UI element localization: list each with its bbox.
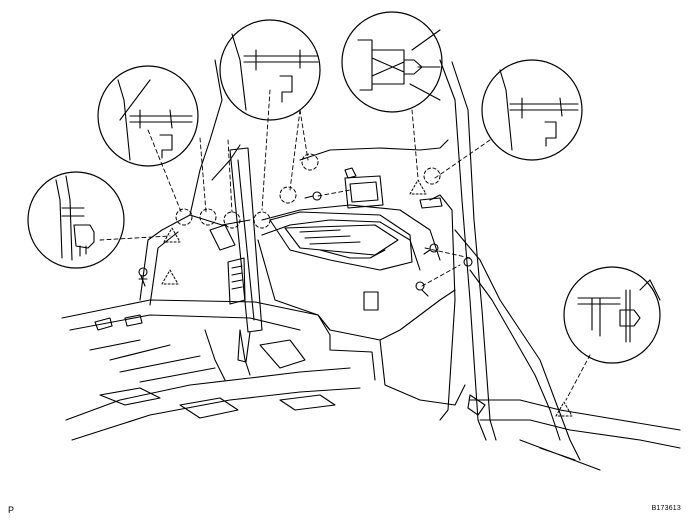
- detail-callout-circle-icon: [341, 11, 443, 113]
- screw-icon: [423, 243, 439, 255]
- right-quarter-trim-panel: [257, 139, 466, 406]
- cargo-floor: [61, 299, 361, 441]
- screw-icons: [138, 191, 473, 297]
- clip-location-circles: [175, 153, 441, 229]
- leader-lines: [99, 89, 591, 401]
- view-label: P: [8, 505, 15, 515]
- detail-callout-circle-icon: [219, 19, 321, 121]
- right-pillar-trim: [429, 59, 681, 471]
- figure-id: B173613: [651, 505, 681, 512]
- detail-callout-circle-icon: [563, 266, 661, 364]
- screw-icon: [138, 267, 148, 287]
- detail-callout-circle-icon: [97, 65, 199, 167]
- detail-callout-circle-icon: [481, 59, 583, 161]
- screw-icon: [415, 281, 429, 297]
- clip-marker-triangle-icons: [161, 179, 573, 417]
- screw-icon: [463, 257, 473, 267]
- seatbelt-strip: [229, 147, 263, 363]
- detail-callout-circle-icon: [27, 171, 125, 269]
- screw-icon: [304, 191, 322, 201]
